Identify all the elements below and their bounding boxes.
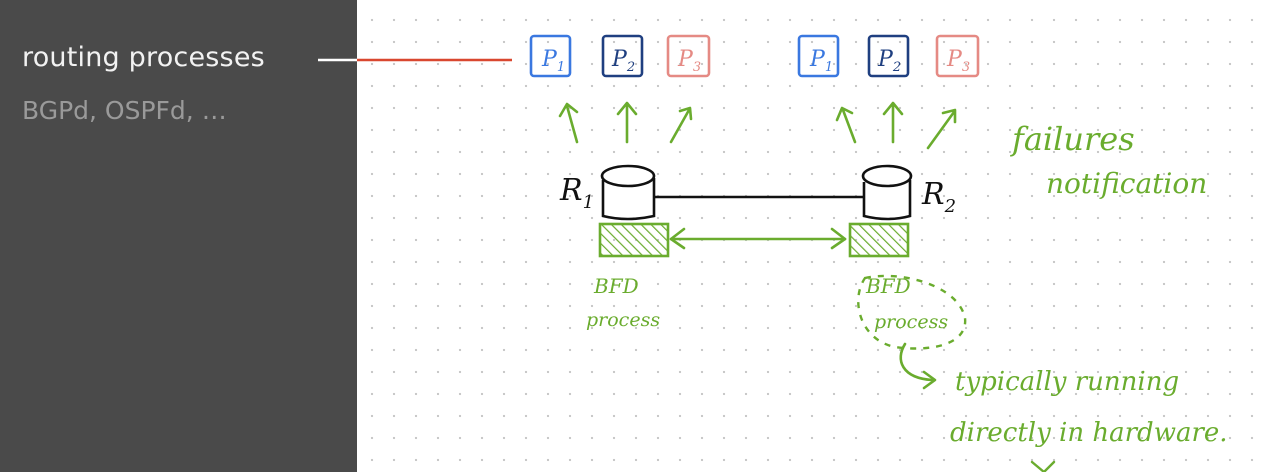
hardware-pointer-arrow: [899, 342, 937, 390]
process-box-left-p2: P2: [601, 34, 644, 78]
bottom-arrow-fragment: [1030, 460, 1056, 472]
router-left-label: R1: [559, 173, 594, 213]
notes-canvas: [357, 0, 1271, 472]
svg-text:P3: P3: [677, 47, 701, 75]
bfd-right-dashed-outline: [857, 274, 967, 350]
notification-arrows: [558, 101, 957, 150]
bfd-label-right-line1: BFD: [865, 274, 911, 298]
hardware-note-line2: directly in hardware.: [950, 418, 1228, 448]
bfd-label-left-line1: BFD: [593, 274, 639, 298]
failure-note-line1: failures: [1010, 120, 1135, 158]
process-box-right-p1: P1: [797, 34, 840, 78]
process-box-right-p2: P2: [867, 34, 910, 78]
sidebar-title: routing processes: [22, 42, 265, 73]
process-box-left-p3: P3: [666, 34, 711, 78]
svg-text:P1: P1: [809, 47, 833, 75]
svg-text:P2: P2: [611, 47, 635, 75]
svg-text:P1: P1: [541, 47, 565, 75]
process-box-left-p1: P1: [529, 34, 572, 78]
failure-note-line2: notification: [1046, 167, 1207, 200]
sidebar-panel: routing processes BGPd, OSPFd, …: [0, 0, 357, 472]
svg-text:P2: P2: [877, 47, 901, 75]
router-right-icon: [861, 164, 913, 221]
sidebar-subtitle: BGPd, OSPFd, …: [22, 96, 227, 125]
bfd-label-right-line2: process: [874, 311, 948, 333]
router-left-icon: [600, 164, 656, 221]
bfd-box-left: [598, 222, 670, 258]
bfd-arrow: [669, 227, 847, 250]
router-right-label: R2: [921, 177, 956, 217]
hardware-note-line1: typically running: [955, 367, 1179, 397]
bfd-box-right: [848, 222, 910, 258]
svg-text:P3: P3: [946, 47, 970, 75]
process-box-right-p3: P3: [935, 34, 980, 78]
bfd-label-left-line2: process: [586, 309, 660, 331]
